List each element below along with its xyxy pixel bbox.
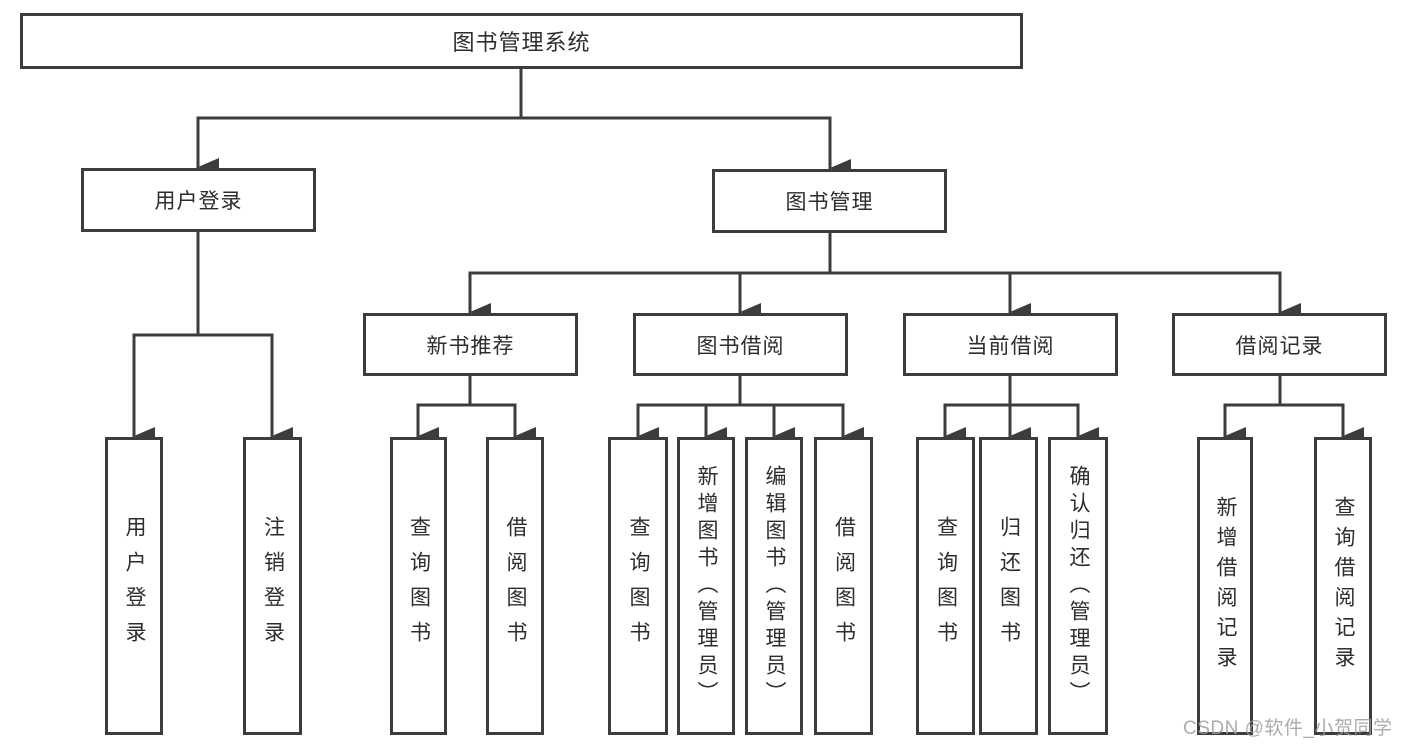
leaf-query-borrow-record: 查询借阅记录	[1314, 437, 1372, 735]
leaf-query-books-borrow: 查询图书	[608, 437, 668, 735]
leaf-edit-books-admin: 编辑图书（管理员）	[745, 437, 803, 735]
leaf-query-books-current: 查询图书	[916, 437, 975, 735]
csdn-watermark: CSDN @软件_小贺同学	[1183, 718, 1393, 739]
node-new-book-recommend: 新书推荐	[363, 313, 578, 376]
node-borrowing-records: 借阅记录	[1172, 313, 1387, 376]
leaf-return-books: 归还图书	[979, 437, 1038, 735]
leaf-user-login: 用户登录	[105, 437, 163, 735]
leaf-confirm-return-admin: 确认归还（管理员）	[1048, 437, 1108, 735]
leaf-add-books-admin: 新增图书（管理员）	[677, 437, 735, 735]
node-current-borrowing: 当前借阅	[903, 313, 1118, 376]
leaf-borrow-books-recommend: 借阅图书	[486, 437, 544, 735]
leaf-add-borrow-record: 新增借阅记录	[1197, 437, 1253, 735]
leaf-query-books-recommend: 查询图书	[390, 437, 447, 735]
node-user-login: 用户登录	[81, 168, 316, 232]
node-library-management-system: 图书管理系统	[20, 13, 1023, 69]
leaf-borrow-books: 借阅图书	[814, 437, 873, 735]
node-book-borrowing: 图书借阅	[633, 313, 848, 376]
node-book-management: 图书管理	[712, 169, 947, 233]
leaf-logout: 注销登录	[243, 437, 302, 735]
